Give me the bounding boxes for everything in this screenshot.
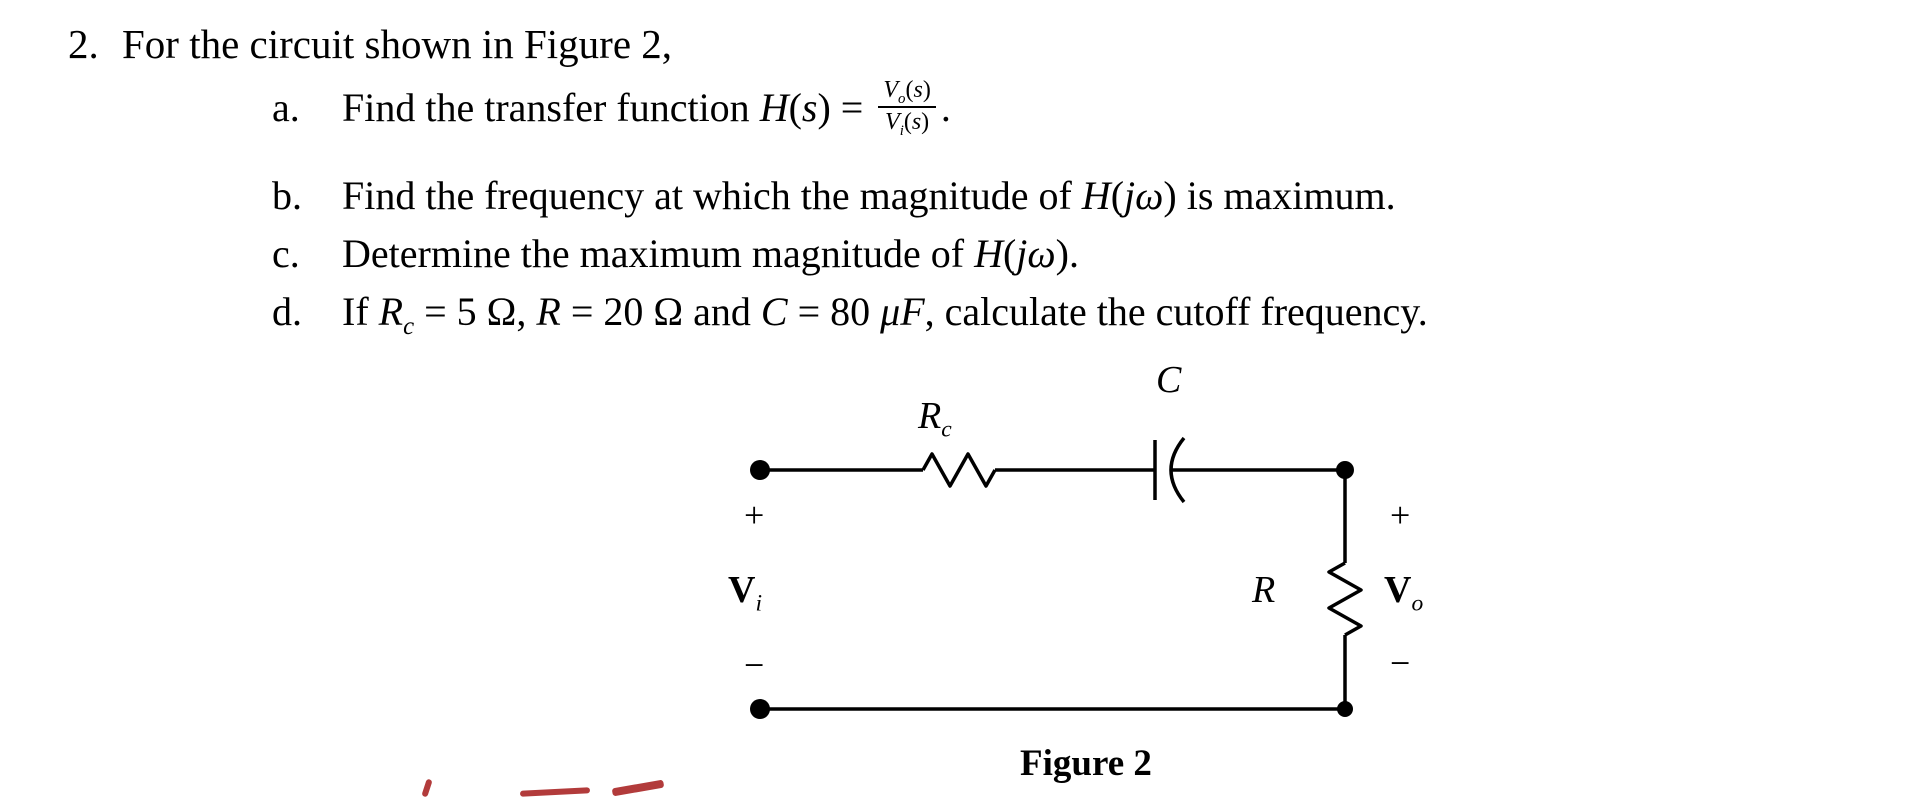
problem-item-c: c. Determine the maximum magnitude of H(j… bbox=[272, 230, 1079, 277]
node-dot-bottom-left bbox=[750, 699, 770, 719]
red-annotation-mark bbox=[421, 778, 433, 798]
item-text: Determine the maximum magnitude of H(jω)… bbox=[342, 231, 1079, 276]
problem-heading: 2. For the circuit shown in Figure 2, bbox=[68, 20, 672, 68]
minus-sign-output: − bbox=[1390, 643, 1411, 683]
problem-item-b: b. Find the frequency at which the magnit… bbox=[272, 172, 1396, 219]
plus-sign-input: + bbox=[744, 495, 765, 535]
problem-number: 2. bbox=[68, 21, 99, 67]
circuit-diagram-svg bbox=[750, 436, 1363, 719]
figure-caption: Figure 2 bbox=[1020, 743, 1152, 784]
label-c: C bbox=[1156, 359, 1182, 401]
problem-intro: For the circuit shown in Figure 2, bbox=[122, 21, 673, 67]
resistor-r-zigzag bbox=[1327, 561, 1363, 637]
problem-item-d: d. If Rc = 5 Ω, R = 20 Ω and C = 80 μF, c… bbox=[272, 288, 1428, 340]
item-label: b. bbox=[272, 173, 302, 218]
item-text: If Rc = 5 Ω, R = 20 Ω and C = 80 μF, cal… bbox=[342, 289, 1428, 340]
item-label: c. bbox=[272, 231, 300, 276]
red-annotation-mark bbox=[611, 779, 665, 797]
label-vi: Vi bbox=[728, 569, 762, 617]
minus-sign-input: − bbox=[744, 645, 765, 685]
item-label: d. bbox=[272, 289, 302, 334]
node-dot-top-right bbox=[1336, 461, 1354, 479]
circuit-figure: Rc C R + Vi − + Vo − Figure 2 bbox=[700, 350, 1500, 797]
item-label: a. bbox=[272, 85, 300, 131]
node-dot-top-left bbox=[750, 460, 770, 480]
red-annotation-mark bbox=[519, 787, 591, 797]
label-r: R bbox=[1252, 569, 1276, 611]
resistor-rc-zigzag bbox=[921, 452, 997, 488]
item-text: Find the frequency at which the magnitud… bbox=[342, 173, 1396, 218]
node-dot-bottom-right bbox=[1337, 701, 1353, 717]
item-text: Find the transfer function H(s) = Vo(s)V… bbox=[342, 77, 951, 139]
label-vo: Vo bbox=[1384, 569, 1424, 617]
label-rc: Rc bbox=[918, 395, 952, 443]
problem-item-a: a. Find the transfer function H(s) = Vo(s… bbox=[272, 77, 951, 143]
plus-sign-output: + bbox=[1390, 495, 1411, 535]
